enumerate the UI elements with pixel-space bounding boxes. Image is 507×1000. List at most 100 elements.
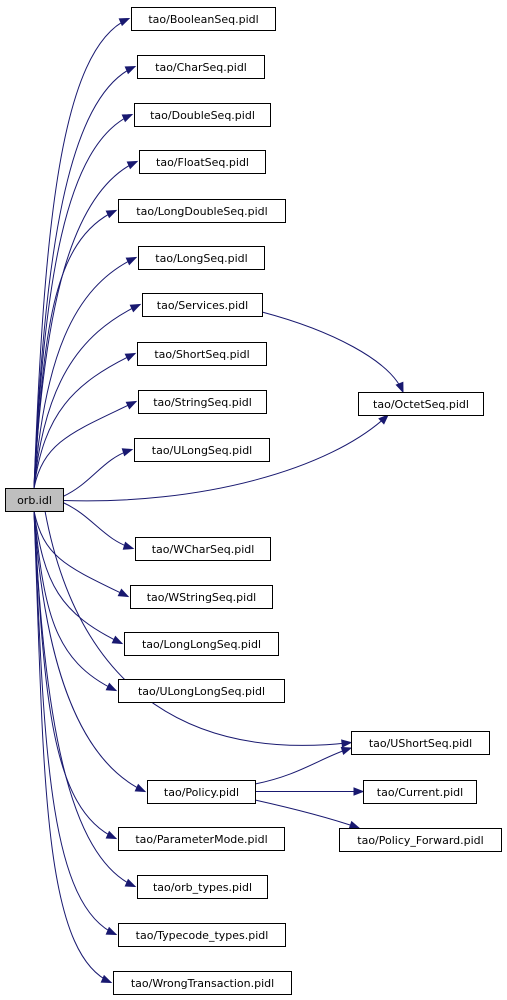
edge-orb-to-longdouble [33,210,117,489]
node-octet[interactable]: tao/OctetSeq.pidl [358,392,484,416]
node-box-double [134,103,271,127]
edge-orb-to-double [33,114,133,489]
node-box-longlong [124,632,279,656]
node-label-wchar: tao/WCharSeq.pidl [152,543,255,556]
edge-orb-to-orbtypes [33,510,136,887]
edge-orb-to-services [33,304,141,489]
edge-orb-to-octet [62,414,389,502]
arrowhead-orb-to-float [126,160,139,170]
arrowhead-orb-to-orbtypes [124,878,137,888]
node-typecodetypes[interactable]: tao/Typecode_types.pidl [118,923,286,947]
node-policy[interactable]: tao/Policy.pidl [147,780,256,804]
node-parammode[interactable]: tao/ParameterMode.pidl [118,827,285,851]
node-label-longlong: tao/LongLongSeq.pidl [142,638,261,651]
node-long[interactable]: tao/LongSeq.pidl [138,246,265,270]
node-label-policy: tao/Policy.pidl [164,786,239,799]
edge-orb-to-ushort [44,510,352,746]
node-policyforward[interactable]: tao/Policy_Forward.pidl [339,828,502,852]
arrowhead-orb-to-ushort [341,739,353,748]
node-box-boolean [131,7,276,31]
arrowhead-orb-to-long [125,256,138,266]
edge-orb-to-wstring [33,510,129,597]
node-label-orb: orb.idl [17,494,52,507]
node-label-services: tao/Services.pidl [157,299,248,312]
edge-orb-to-ulonglong [33,510,117,691]
arrowhead-orb-to-octet [378,414,390,425]
node-label-parammode: tao/ParameterMode.pidl [135,833,267,846]
arrowhead-orb-to-longlong [111,635,124,645]
node-ulong[interactable]: tao/ULongSeq.pidl [134,438,270,462]
node-ushort[interactable]: tao/UShortSeq.pidl [351,731,490,755]
node-longdouble[interactable]: tao/LongDoubleSeq.pidl [118,199,286,223]
node-box-policy [147,780,256,804]
node-boolean[interactable]: tao/BooleanSeq.pidl [131,7,276,31]
arrowhead-policy-to-policyforward [348,820,361,829]
arrowhead-orb-to-longdouble [105,209,118,219]
node-box-octet [358,392,484,416]
arrowhead-orb-to-wrongtx [100,974,113,984]
node-label-wrongtx: tao/WrongTransaction.pidl [131,977,274,990]
edge-orb-to-policy [33,510,146,792]
node-label-orbtypes: tao/orb_types.pidl [153,881,252,894]
edge-orb-to-ulong [62,449,133,497]
node-label-ulonglong: tao/ULongLongSeq.pidl [138,685,265,698]
arrowhead-orb-to-string [125,400,138,410]
node-longlong[interactable]: tao/LongLongSeq.pidl [124,632,279,656]
node-box-char [137,55,265,79]
node-label-octet: tao/OctetSeq.pidl [373,398,469,411]
node-box-string [138,390,267,414]
node-double[interactable]: tao/DoubleSeq.pidl [134,103,271,127]
edge-orb-to-long [33,257,137,489]
node-box-orb [5,488,64,512]
node-float[interactable]: tao/FloatSeq.pidl [139,150,266,174]
node-box-orbtypes [137,875,268,899]
arrowhead-orb-to-char [124,65,137,75]
edge-orb-to-char [33,66,136,489]
node-current[interactable]: tao/Current.pidl [363,780,477,804]
arrowhead-orb-to-typecodetypes [105,926,118,936]
edge-orb-to-boolean [33,18,130,489]
arrowhead-orb-to-double [121,113,134,123]
node-label-boolean: tao/BooleanSeq.pidl [148,13,258,26]
node-ulonglong[interactable]: tao/ULongLongSeq.pidl [118,679,285,703]
node-orb[interactable]: orb.idl [5,488,64,512]
node-wrongtx[interactable]: tao/WrongTransaction.pidl [113,971,292,995]
node-label-wstring: tao/WStringSeq.pidl [147,591,257,604]
arrowhead-policy-to-current [353,787,365,796]
node-label-char: tao/CharSeq.pidl [155,61,247,74]
arrowhead-orb-to-ulonglong [105,682,118,692]
node-label-ulong: tao/ULongSeq.pidl [152,444,252,457]
node-label-policyforward: tao/Policy_Forward.pidl [357,834,483,847]
node-char[interactable]: tao/CharSeq.pidl [137,55,265,79]
arrowhead-policy-to-ushort [340,746,353,755]
arrowhead-orb-to-wchar [122,541,135,550]
nodes-layer: orb.idl tao/BooleanSeq.pidl tao/CharSeq.pi… [5,7,502,995]
node-box-ulong [134,438,270,462]
edge-policy-to-ushort [254,747,352,785]
node-box-ulonglong [118,679,285,703]
node-short[interactable]: tao/ShortSeq.pidl [137,342,267,366]
edge-orb-to-wrongtx [33,510,112,983]
node-box-wrongtx [113,971,292,995]
node-box-float [139,150,266,174]
node-box-wstring [130,585,273,609]
edge-orb-to-typecodetypes [33,510,117,935]
node-orbtypes[interactable]: tao/orb_types.pidl [137,875,268,899]
edge-orb-to-short [33,353,136,489]
node-box-policyforward [339,828,502,852]
arrowhead-orb-to-ulong [121,448,134,457]
node-wchar[interactable]: tao/WCharSeq.pidl [135,537,271,561]
node-box-typecodetypes [118,923,286,947]
node-box-current [363,780,477,804]
node-wstring[interactable]: tao/WStringSeq.pidl [130,585,273,609]
arrowhead-orb-to-parammode [105,830,118,840]
edge-orb-to-wchar [62,502,134,549]
node-string[interactable]: tao/StringSeq.pidl [138,390,267,414]
edge-policy-to-policyforward [254,799,360,829]
node-box-wchar [135,537,271,561]
node-services[interactable]: tao/Services.pidl [142,293,263,317]
arrowhead-services-to-octet [395,381,404,394]
node-box-ushort [351,731,490,755]
node-box-parammode [118,827,285,851]
arrowhead-orb-to-boolean [118,17,131,27]
